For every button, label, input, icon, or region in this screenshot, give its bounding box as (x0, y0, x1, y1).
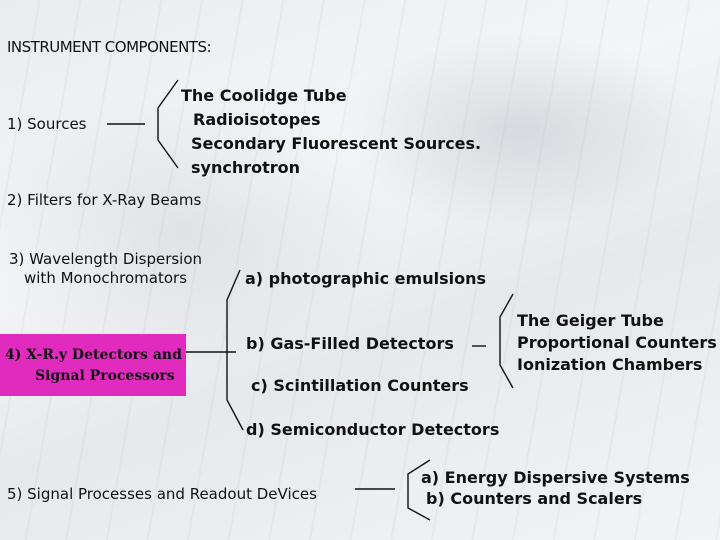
signal-item: a) Energy Dispersive Systems (421, 468, 690, 487)
signal-list: a) Energy Dispersive Systems b) Counters… (421, 467, 690, 509)
gas-filled-list: The Geiger Tube Proportional Counters Io… (517, 310, 717, 376)
sources-item: The Coolidge Tube (181, 86, 347, 105)
detectors-highlight: 4) X-R.y Detectors and Signal Processors (0, 334, 186, 396)
sources-label: 1) Sources (7, 115, 87, 133)
sources-item: Radioisotopes (193, 110, 321, 129)
sources-item: synchrotron (191, 158, 301, 177)
page-title: INSTRUMENT COMPONENTS: (7, 38, 212, 56)
gas-filled-item: Proportional Counters (517, 333, 717, 352)
detectors-label: 4) X-R.y Detectors and (5, 347, 182, 363)
detectors-label: Signal Processors (35, 368, 175, 384)
sources-item: Secondary Fluorescent Sources. (191, 134, 482, 153)
signal-bracket (407, 459, 431, 521)
wavelength-line: 3) Wavelength Dispersion (9, 250, 203, 268)
signal-item: b) Counters and Scalers (426, 489, 643, 508)
wavelength-line: with Monochromators (24, 269, 188, 287)
detector-type: a) photographic emulsions (245, 269, 486, 288)
gas-filled-item: The Geiger Tube (517, 311, 664, 330)
wavelength-label: 3) Wavelength Dispersion with Monochroma… (9, 250, 202, 288)
signal-label: 5) Signal Processes and Readout DeVices (7, 485, 317, 503)
gas-filled-bracket (499, 293, 514, 389)
sources-bracket (157, 79, 179, 169)
detector-type: b) Gas-Filled Detectors (246, 334, 454, 353)
gas-filled-item: Ionization Chambers (517, 355, 703, 374)
sources-list: The Coolidge Tube Radioisotopes Secondar… (181, 84, 481, 180)
filters-label: 2) Filters for X-Ray Beams (7, 191, 202, 209)
detector-type: c) Scintillation Counters (251, 376, 469, 395)
detector-type: d) Semiconductor Detectors (246, 420, 500, 439)
detectors-bracket (226, 269, 244, 431)
